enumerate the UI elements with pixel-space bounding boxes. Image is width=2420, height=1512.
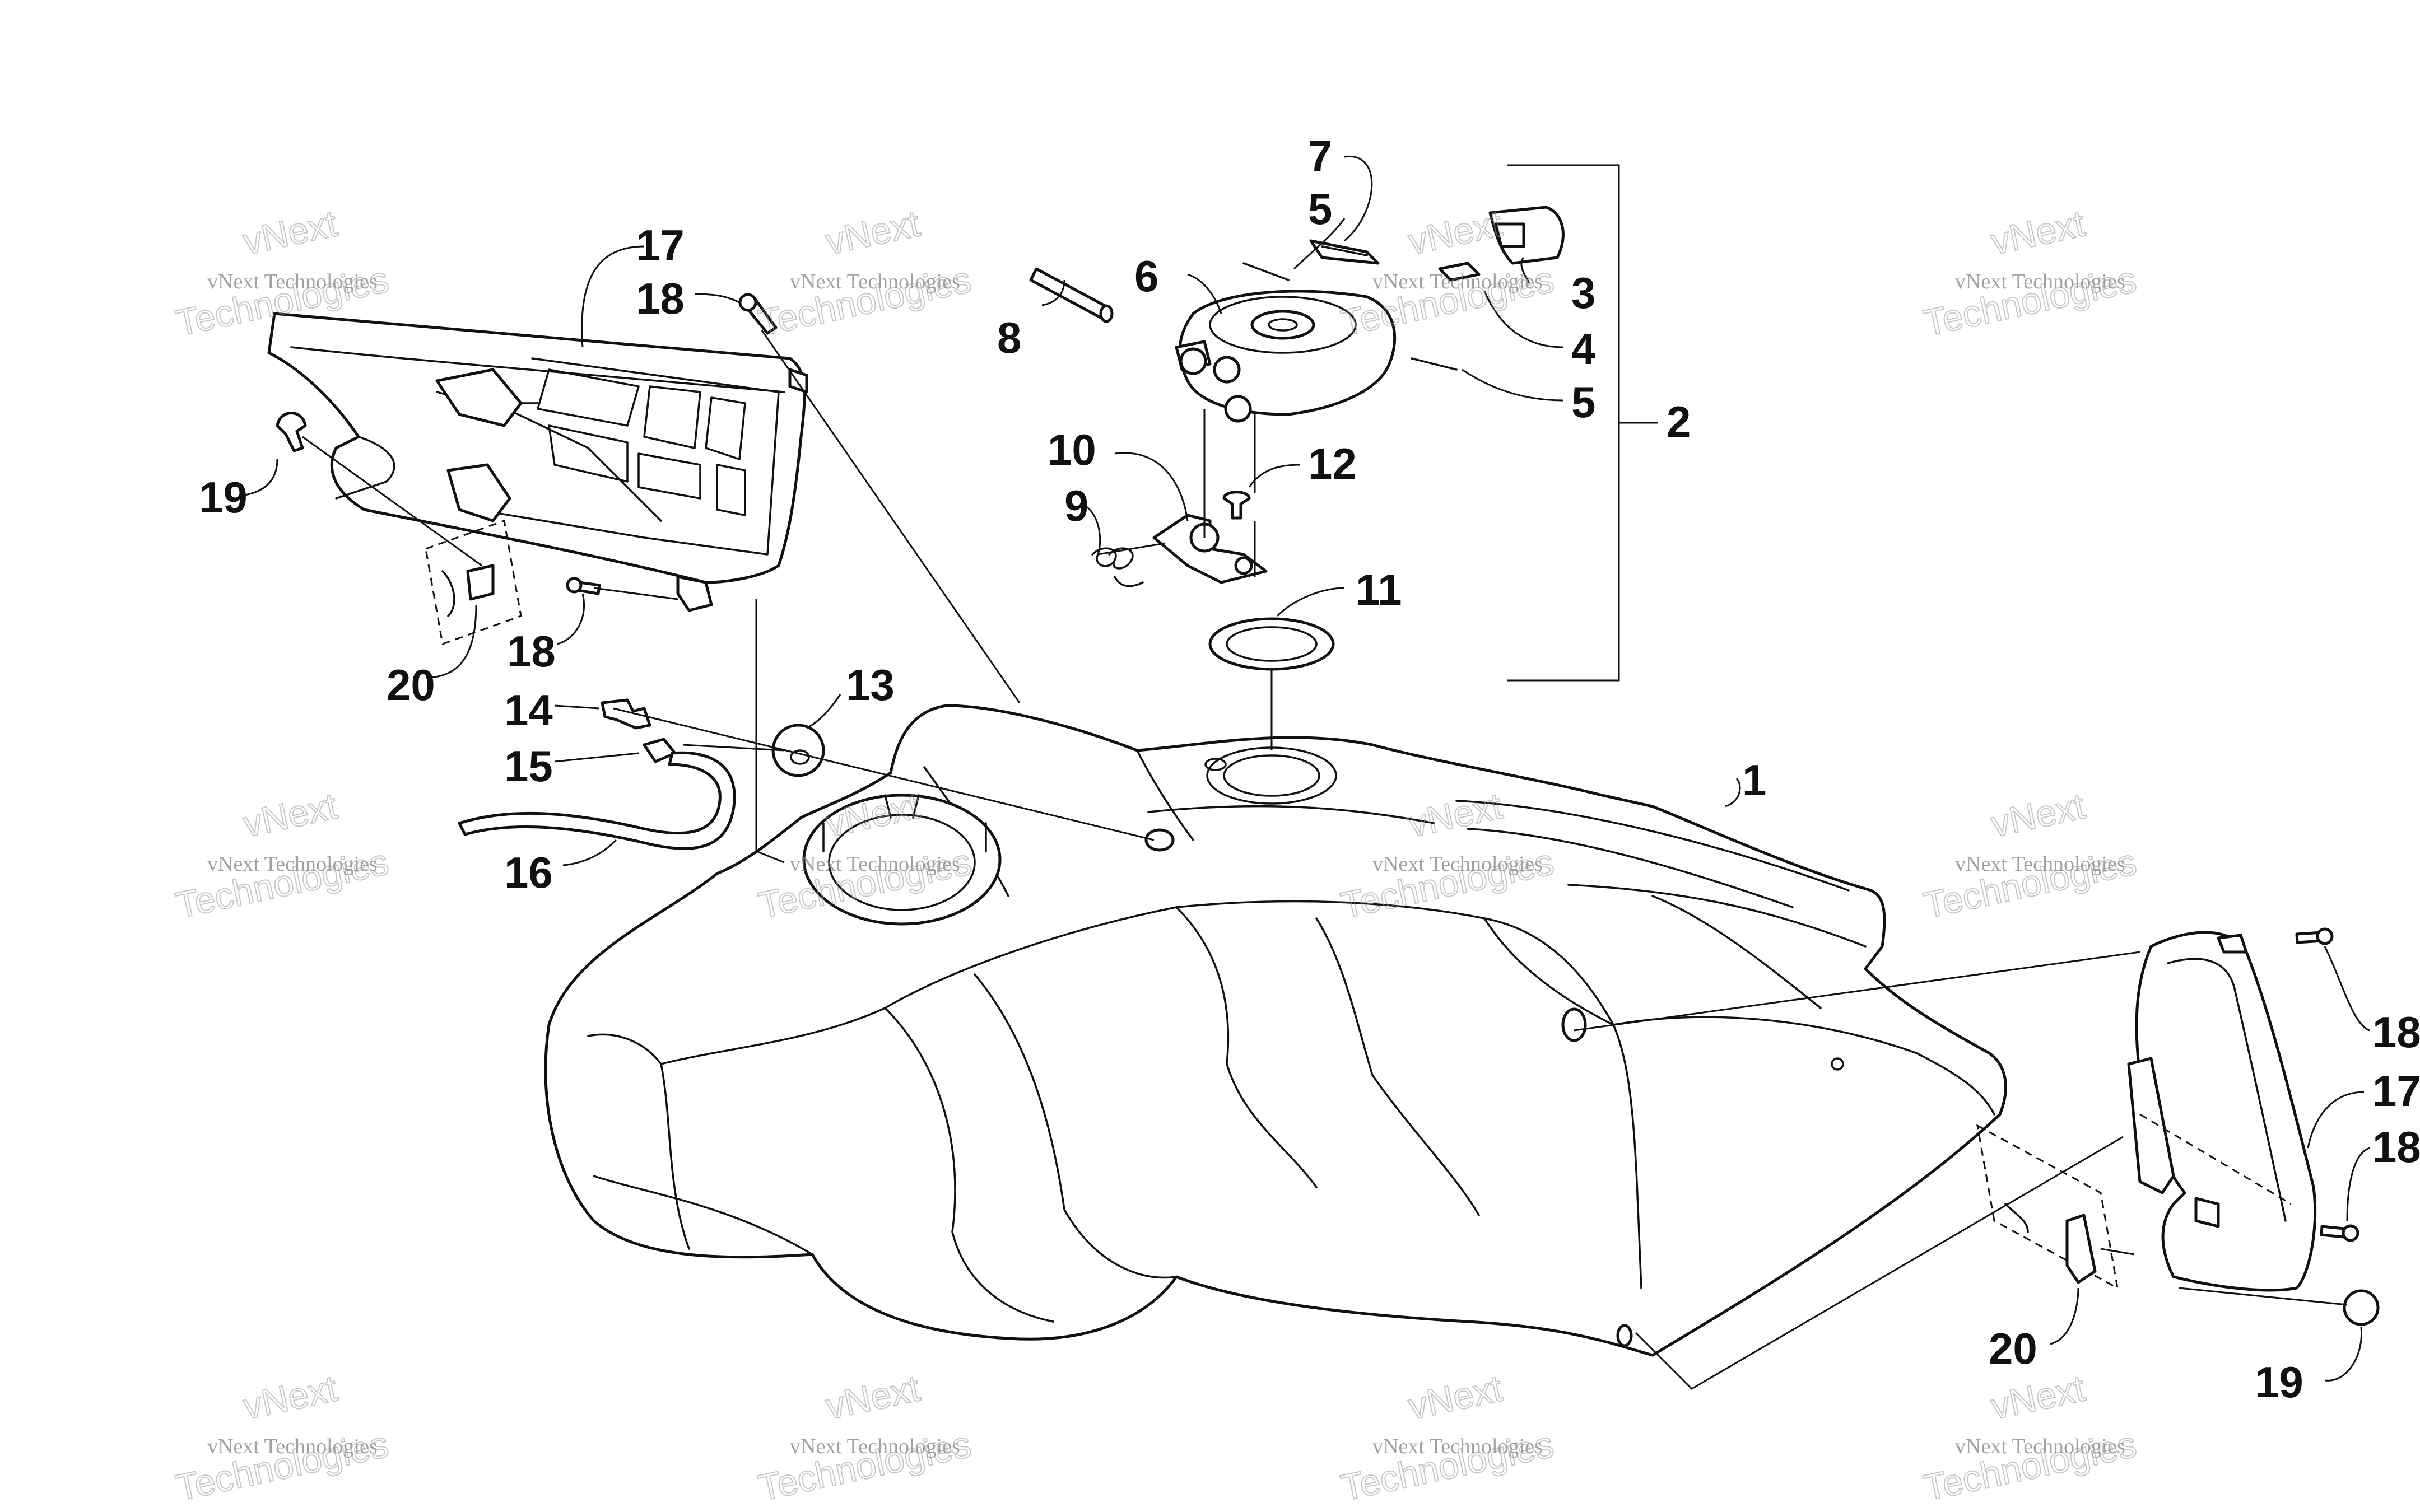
callout-16: 16: [504, 848, 553, 897]
callout-2: 2: [1667, 397, 1691, 446]
fuel-cap-assembly: [1029, 164, 1658, 750]
watermark: vNext vNext Technologies Technologies: [1337, 1366, 1558, 1509]
callout-20-right: 20: [1989, 1324, 2037, 1373]
svg-text:vNext: vNext: [1988, 202, 2088, 262]
watermark: vNext vNext Technologies Technologies: [1920, 202, 2140, 344]
callout-3: 3: [1571, 268, 1595, 318]
svg-text:vNext Technologies: vNext Technologies: [207, 852, 378, 876]
callout-15: 15: [504, 741, 553, 791]
callout-11: 11: [1356, 565, 1402, 614]
callout-8: 8: [997, 313, 1021, 362]
callout-17-right: 17: [2372, 1066, 2420, 1116]
watermark: vNext vNext Technologies Technologies: [172, 1366, 393, 1509]
callout-19-left: 19: [199, 473, 248, 522]
svg-text:vNext Technologies: vNext Technologies: [1372, 270, 1543, 293]
svg-text:vNext Technologies: vNext Technologies: [1372, 1435, 1543, 1458]
svg-text:vNext: vNext: [1988, 785, 2088, 844]
fuel-tank: [544, 704, 2007, 1357]
callout-19-right: 19: [2255, 1357, 2303, 1407]
svg-text:vNext: vNext: [822, 1367, 923, 1427]
callout-10: 10: [1048, 425, 1096, 474]
callout-13: 13: [846, 660, 895, 710]
left-side-panel: [267, 312, 808, 612]
leader-lines: [240, 155, 2370, 1382]
watermark: vNext vNext Technologies Technologies: [172, 784, 393, 926]
callout-6: 6: [1134, 251, 1158, 301]
svg-text:vNext Technologies: vNext Technologies: [1372, 852, 1543, 876]
svg-text:vNext: vNext: [1405, 1367, 1506, 1427]
callout-7: 7: [1308, 131, 1332, 180]
watermark: vNext vNext Technologies Technologies: [172, 202, 393, 344]
watermark: vNext vNext Technologies Technologies: [755, 202, 975, 344]
left-bracket: [425, 519, 522, 646]
callout-17-left: 17: [636, 221, 685, 270]
svg-text:vNext: vNext: [240, 1367, 341, 1427]
callout-5-right: 5: [1571, 377, 1595, 427]
callout-18-left: 18: [507, 627, 556, 676]
svg-text:vNext: vNext: [240, 785, 341, 844]
svg-text:vNext Technologies: vNext Technologies: [790, 852, 960, 876]
svg-text:vNext: vNext: [240, 202, 341, 262]
callout-20-left: 20: [387, 660, 435, 710]
svg-text:vNext: vNext: [822, 202, 923, 262]
svg-text:vNext Technologies: vNext Technologies: [207, 1435, 378, 1458]
watermark: vNext vNext Technologies Technologies: [755, 1366, 975, 1509]
callout-18-top: 18: [636, 274, 685, 323]
callout-5-top: 5: [1308, 184, 1332, 234]
svg-text:vNext Technologies: vNext Technologies: [1955, 270, 2125, 293]
callout-labels: 1 2 3 4 5 5 6 7 8 9 10 11 12 13 14 15 16…: [199, 131, 2420, 1407]
fasteners-and-hoses: [276, 293, 2380, 1390]
svg-text:vNext: vNext: [1988, 1367, 2088, 1427]
right-side-panel: [2127, 931, 2317, 1292]
watermark: vNext vNext Technologies Technologies: [1920, 1366, 2140, 1509]
callout-4: 4: [1571, 324, 1595, 374]
svg-text:vNext Technologies: vNext Technologies: [1955, 1435, 2125, 1458]
svg-text:vNext Technologies: vNext Technologies: [790, 1435, 960, 1458]
svg-text:vNext: vNext: [1405, 202, 1506, 262]
watermark: vNext vNext Technologies Technologies: [1920, 784, 2140, 926]
callout-1: 1: [1742, 755, 1766, 805]
callout-18-right-bottom: 18: [2372, 1122, 2420, 1172]
callout-14: 14: [504, 685, 553, 735]
svg-text:vNext Technologies: vNext Technologies: [207, 270, 378, 293]
svg-text:vNext Technologies: vNext Technologies: [1955, 852, 2125, 876]
callout-9: 9: [1064, 481, 1088, 530]
right-bracket: [1976, 1113, 2292, 1290]
svg-text:vNext Technologies: vNext Technologies: [790, 270, 960, 293]
callout-12: 12: [1308, 439, 1357, 488]
callout-18-right-top: 18: [2372, 1007, 2420, 1057]
